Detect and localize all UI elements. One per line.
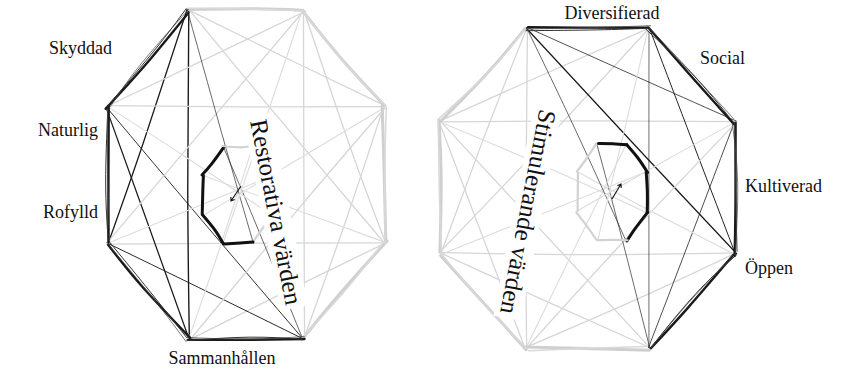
outer-edge-strong [107, 108, 109, 240]
star-line [648, 122, 734, 347]
outer-octagon [106, 8, 387, 341]
outer-edge-strong [732, 124, 737, 256]
outer-octagon [438, 26, 738, 351]
outer-edge-faint [302, 10, 384, 104]
spoke-line [187, 10, 253, 243]
inner-edge-strong [599, 144, 627, 145]
outer-edge-strong [110, 9, 189, 107]
quality-label: Skyddad [49, 38, 112, 59]
outer-edge-strong [107, 106, 110, 243]
star-line [440, 253, 734, 255]
outer-edge-faint [438, 121, 441, 253]
outer-edge-strong [646, 29, 733, 122]
outer-edge-faint [302, 241, 387, 340]
inner-edge-strong [202, 176, 203, 215]
outer-edge-strong [108, 244, 186, 341]
star-line [526, 123, 735, 348]
inner-octagon [576, 143, 647, 241]
spoke-line [577, 122, 735, 211]
inner-edge-faint [597, 239, 627, 242]
inner-edge-strong [224, 242, 253, 244]
spoke-line [203, 108, 383, 215]
star-line [526, 253, 735, 347]
star-line [107, 106, 385, 107]
star-line [304, 108, 384, 340]
star-line [189, 10, 386, 106]
octagon-outline [432, 22, 744, 356]
outer-edge-strong [527, 26, 651, 29]
star-line [107, 243, 385, 244]
outer-edge-faint [439, 120, 441, 252]
star-line [304, 10, 386, 243]
octagon-outline [100, 4, 392, 348]
outer-edge-strong [186, 336, 304, 339]
inner-edge-faint [223, 146, 252, 148]
star-line [527, 28, 736, 122]
quality-label: Diversifierad [565, 3, 660, 24]
inner-edge-strong [202, 147, 224, 175]
star-line [440, 121, 735, 122]
outer-edge-strong [651, 254, 734, 348]
outer-edge-strong [647, 26, 734, 119]
spoke-line [188, 146, 253, 340]
outer-edge-strong [648, 27, 734, 124]
octagon-shape: Restorativa värden [100, 4, 392, 348]
outer-edge-strong [649, 254, 737, 350]
star-lines [439, 27, 737, 349]
outer-edge-faint [303, 11, 385, 106]
octagon-shape: Stimulerande värden [432, 22, 744, 356]
value-group-title: Stimulerande värden [494, 104, 562, 321]
quality-label: Sammanhållen [169, 348, 276, 369]
star-line [188, 11, 190, 339]
outer-edge-faint [188, 8, 306, 11]
outer-edge-strong [109, 241, 186, 337]
outer-edge-faint [438, 31, 523, 120]
outer-edge-faint [301, 240, 385, 339]
star-line [190, 108, 385, 340]
quality-label: Rofylld [43, 202, 98, 223]
direction-arrow [231, 186, 241, 201]
star-line [108, 9, 187, 242]
inner-edge-strong [646, 172, 647, 213]
spoke-line [577, 172, 734, 255]
quality-label: Kultiverad [745, 176, 822, 197]
star-line [106, 108, 189, 339]
spoke-line [598, 29, 648, 241]
star-line [440, 253, 650, 348]
inner-edge-strong [203, 216, 223, 244]
inner-edge-strong [627, 212, 648, 241]
inner-edge-faint [577, 143, 597, 171]
outer-edge-faint [524, 347, 649, 350]
outer-edge-faint [441, 29, 525, 121]
quality-label: Naturlig [38, 120, 98, 141]
quality-label: Öppen [745, 258, 793, 279]
quality-label: Social [700, 48, 745, 69]
outer-edge-faint [385, 107, 386, 244]
direction-arrow [612, 184, 621, 199]
spoke-line [107, 176, 272, 244]
inner-edge-faint [576, 212, 596, 239]
inner-edge-strong [626, 145, 647, 173]
inner-edge-faint [576, 173, 579, 211]
outer-edge-faint [529, 346, 647, 350]
